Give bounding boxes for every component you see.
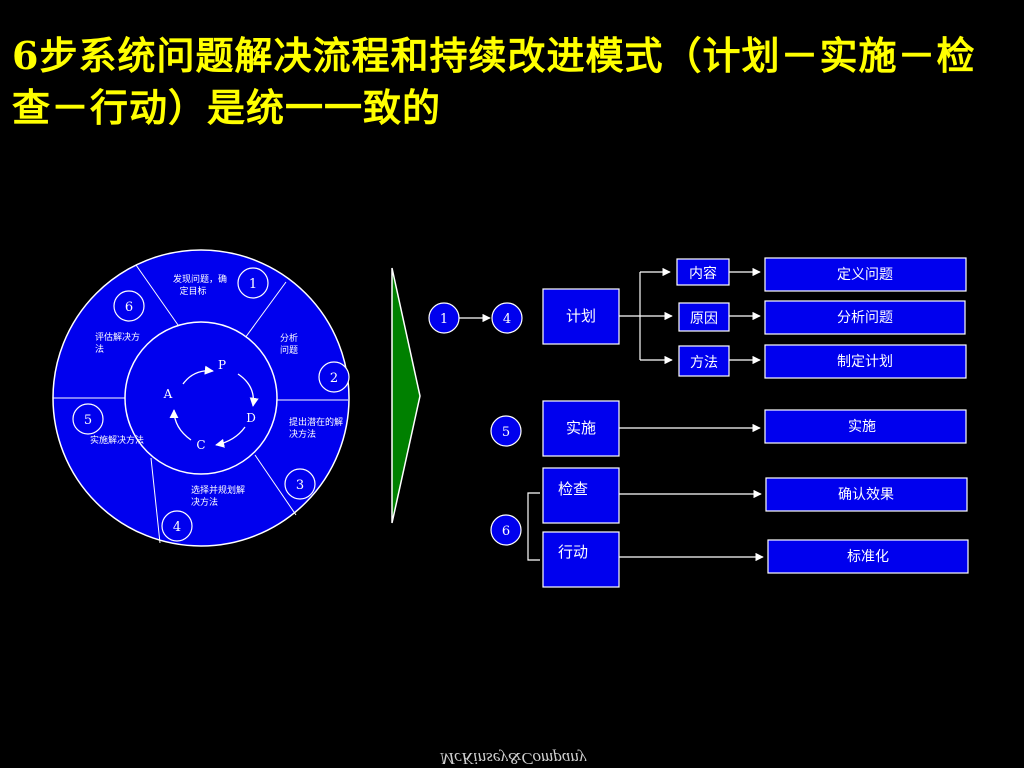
svg-text:3: 3 — [296, 478, 304, 493]
plan-branch-cause: 原因 — [690, 311, 718, 327]
cycle-arrow-a-to-p — [182, 365, 214, 385]
check-act-circle-number: 6 — [502, 524, 510, 539]
cycle-arrow-p-to-d — [237, 373, 259, 407]
cycle-arrow-c-to-a — [169, 409, 192, 441]
check-box — [542, 467, 620, 524]
wheel-step-number-3: 3 — [284, 468, 316, 500]
result-box — [765, 477, 968, 512]
plan-circle-2: 4 — [503, 312, 511, 327]
plan-branch-method: 方法 — [690, 355, 718, 371]
result-make-plan: 制定计划 — [837, 354, 893, 370]
do-box — [542, 400, 620, 457]
result-box — [764, 409, 967, 444]
act-box — [542, 531, 620, 588]
wheel-step-label-6: 评估解决方法 — [95, 331, 140, 355]
wheel-spoke — [135, 264, 179, 326]
check-act-step-circle — [490, 514, 522, 546]
cycle-letter-a: A — [163, 387, 173, 401]
act-box-label: 行动 — [558, 543, 588, 561]
result-analyze-problem: 分析问题 — [837, 310, 893, 326]
cycle-letter-c: C — [196, 438, 205, 452]
wheel-step-number-4: 4 — [161, 510, 193, 542]
cycle-arrow-d-to-c — [215, 426, 246, 448]
result-box — [767, 539, 969, 574]
plan-circle-1: 1 — [440, 312, 448, 327]
wheel-step-number-1: 1 — [237, 267, 269, 299]
svg-text:6: 6 — [125, 300, 133, 315]
wheel-step-label-2: 分析问题 — [280, 332, 298, 356]
result-box — [764, 257, 967, 292]
do-circle-number: 5 — [502, 425, 510, 440]
result-confirm-effect: 确认效果 — [838, 487, 894, 503]
check-box-label: 检查 — [558, 480, 588, 498]
plan-step-circles: 1 4 — [428, 302, 523, 334]
plan-branch-box — [678, 302, 730, 332]
result-define-problem: 定义问题 — [837, 267, 893, 283]
page-title: 6步系统问题解决流程和持续改进模式（计划－实施－检查－行动）是统一一致的 — [12, 33, 976, 130]
result-box — [764, 300, 966, 335]
wheel-inner-circle — [124, 321, 278, 475]
wheel-step-number-6: 6 — [113, 290, 145, 322]
svg-text:1: 1 — [249, 277, 257, 292]
wheel-step-label-3: 提出潜在的解决方法 — [289, 416, 343, 440]
wheel-spoke — [254, 454, 297, 516]
wheel-step-number-2: 2 — [318, 361, 350, 393]
wheel-step-label-5: 实施解决方法 — [90, 434, 144, 446]
svg-text:4: 4 — [173, 520, 181, 535]
cycle-letter-d: D — [246, 411, 256, 425]
svg-text:2: 2 — [330, 371, 338, 386]
plan-branch-box — [676, 258, 730, 286]
plan-branch-content: 内容 — [689, 265, 717, 282]
cycle-letter-p: P — [218, 358, 226, 372]
plan-branch-box — [678, 345, 730, 377]
result-standardize: 标准化 — [847, 549, 889, 565]
check-act-bracket — [527, 492, 540, 561]
wheel-spoke — [150, 457, 161, 544]
wheel-step-number-5: 5 — [72, 403, 104, 435]
wheel-step-label-1: 发现问题，确定目标 — [173, 273, 227, 297]
result-implement: 实施 — [848, 419, 876, 435]
svg-text:5: 5 — [84, 413, 92, 428]
problem-solving-wheel: 发现问题，确定目标 分析问题 提出潜在的解决方法 选择并规划解决方法 实施解决方… — [52, 249, 350, 547]
plan-box — [542, 288, 620, 345]
result-box — [764, 344, 967, 379]
plan-box-label: 计划 — [566, 307, 596, 325]
do-step-circle — [490, 415, 522, 447]
do-box-label: 实施 — [566, 419, 596, 437]
wheel-spoke — [244, 281, 287, 339]
company-watermark: McKinsey&Company — [440, 749, 587, 768]
green-transition-arrow — [391, 267, 421, 524]
wheel-step-label-4: 选择并规划解决方法 — [191, 484, 245, 508]
